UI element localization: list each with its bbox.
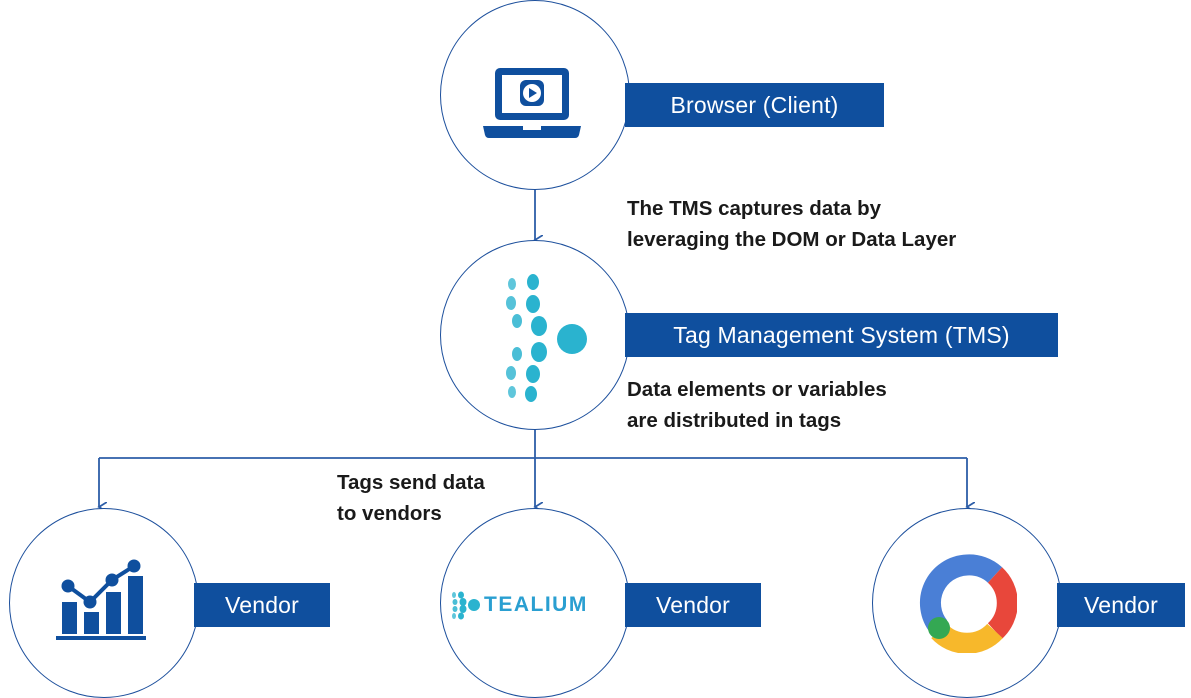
vendor-1-circle	[9, 508, 199, 698]
vendor-3-circle	[872, 508, 1062, 698]
laptop-play-icon	[483, 68, 581, 138]
distribute-note: Data elements or variables are distribut…	[627, 378, 887, 432]
vendor-2-label: Vendor	[625, 583, 761, 627]
tealium-logo-icon	[452, 591, 480, 620]
browser-label: Browser (Client)	[625, 83, 884, 127]
analytics-chart-icon	[56, 559, 146, 640]
vendor-3-label: Vendor	[1057, 583, 1185, 627]
tms-label: Tag Management System (TMS)	[625, 313, 1058, 357]
google-marketing-ring-icon	[919, 554, 1017, 653]
capture-note: The TMS captures data by leveraging the …	[627, 197, 957, 251]
tealium-dots-icon	[506, 274, 587, 402]
browser-node-circle	[440, 0, 630, 190]
vendor-1-label: Vendor	[194, 583, 330, 627]
tealium-logo-text: TEALIUM	[484, 593, 588, 616]
send-note: Tags send data to vendors	[337, 471, 485, 525]
